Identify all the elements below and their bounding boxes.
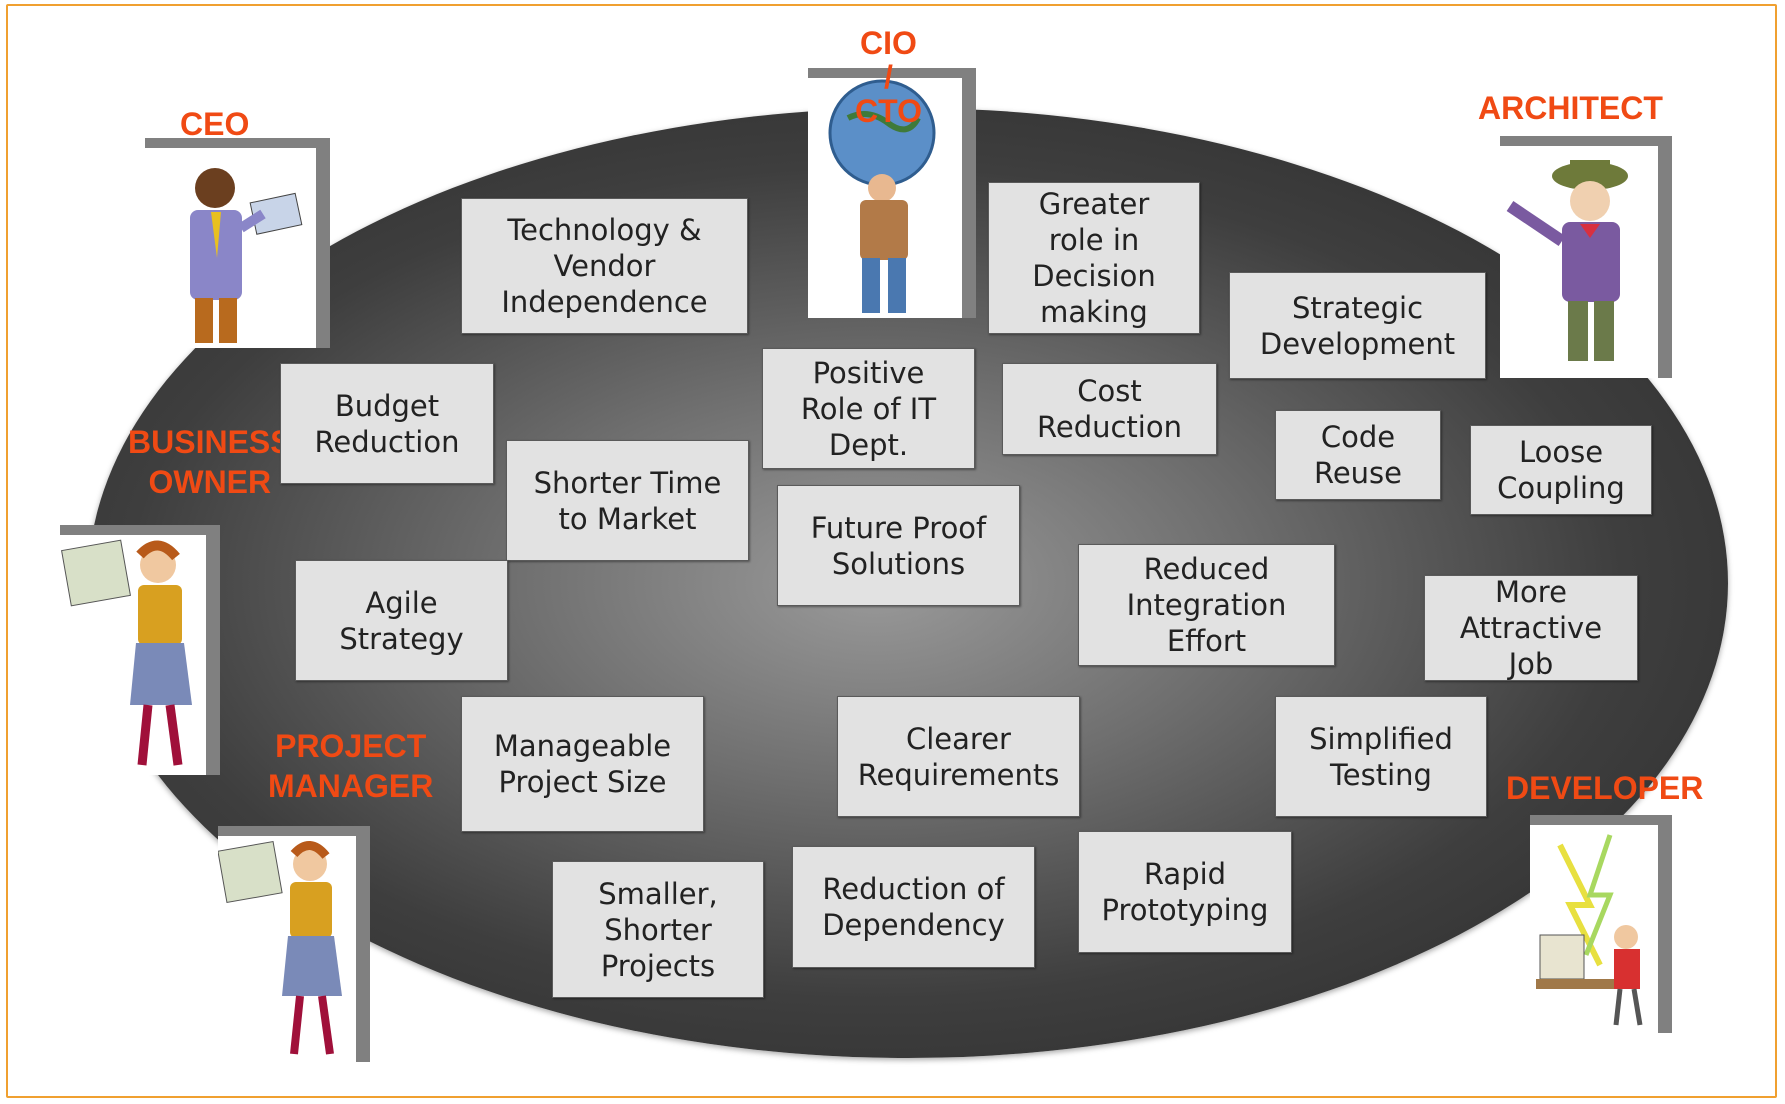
benefit-more-attractive-job: More Attractive Job: [1424, 575, 1638, 681]
developer-illustration: [1530, 815, 1672, 1033]
benefit-loose-coupling: Loose Coupling: [1470, 425, 1652, 515]
benefit-agile-strategy: Agile Strategy: [295, 560, 508, 681]
business-owner-illustration: [60, 525, 220, 775]
benefit-cost-reduction: Cost Reduction: [1002, 363, 1217, 455]
architect-illustration: [1500, 136, 1672, 378]
cio-illustration: [808, 68, 976, 318]
benefit-reduced-integration-effort: Reduced Integration Effort: [1078, 544, 1335, 666]
benefit-smaller-shorter-projects: Smaller, Shorter Projects: [552, 861, 764, 998]
role-cio-cto: CIO / CTO: [855, 25, 922, 129]
benefit-clearer-requirements: Clearer Requirements: [837, 696, 1080, 817]
project-manager-illustration: [218, 826, 370, 1062]
benefit-greater-role-decision-making: Greater role in Decision making: [988, 182, 1200, 334]
benefit-technology-vendor-independence: Technology & Vendor Independence: [461, 198, 748, 334]
benefit-simplified-testing: Simplified Testing: [1275, 696, 1487, 817]
role-developer: DEVELOPER: [1506, 770, 1704, 806]
role-architect: ARCHITECT: [1478, 90, 1663, 126]
benefit-code-reuse: Code Reuse: [1275, 410, 1441, 500]
role-project-manager: PROJECT MANAGER: [268, 728, 434, 804]
diagram-frame: [6, 4, 1777, 1098]
ceo-illustration: [145, 138, 330, 348]
benefit-strategic-development: Strategic Development: [1229, 272, 1486, 379]
benefit-reduction-of-dependency: Reduction of Dependency: [792, 846, 1035, 968]
benefit-shorter-time-to-market: Shorter Time to Market: [506, 440, 749, 561]
benefit-budget-reduction: Budget Reduction: [280, 363, 494, 484]
role-ceo: CEO: [180, 106, 250, 142]
benefit-positive-role-it-dept: Positive Role of IT Dept.: [762, 348, 975, 469]
benefit-future-proof-solutions: Future Proof Solutions: [777, 485, 1020, 606]
role-business-owner: BUSINESS OWNER: [128, 424, 292, 500]
benefit-manageable-project-size: Manageable Project Size: [461, 696, 704, 832]
benefit-rapid-prototyping: Rapid Prototyping: [1078, 831, 1292, 953]
